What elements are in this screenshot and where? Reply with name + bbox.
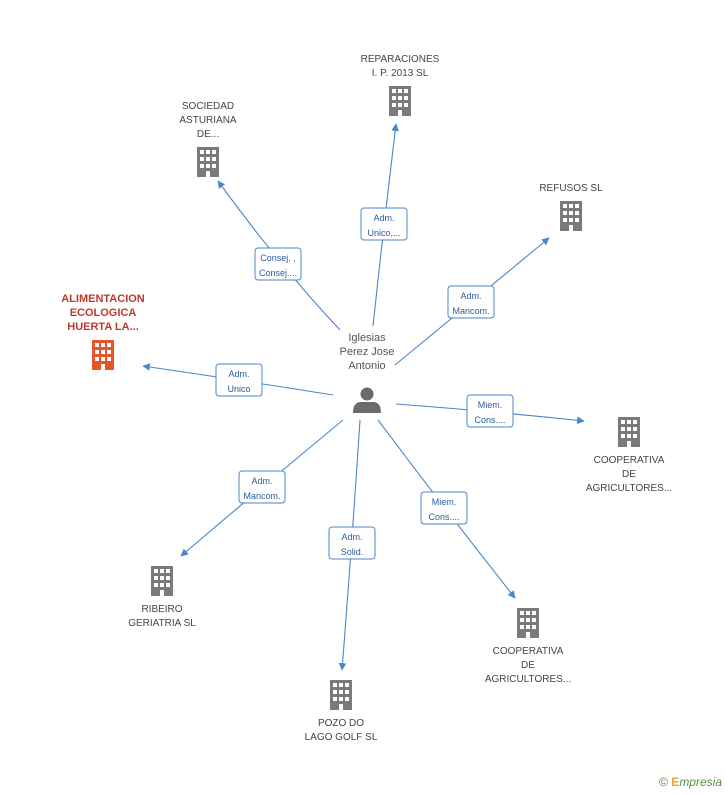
person-label-line: Iglesias [348,332,386,344]
relation-label-line: Adm. [460,291,481,301]
building-icon [389,86,411,116]
building-icon [517,608,539,638]
building-icon [560,201,582,231]
relation-label-line: Unico [227,384,250,394]
brand-name: mpresia [679,775,722,789]
relation-label-box [215,363,263,397]
relation-cooperativa-1[interactable]: Miem. Cons.... [395,394,585,428]
company-label-line: I. P. 2013 SL [372,68,429,79]
building-icon [618,417,640,447]
relation-label-line: Adm. [373,213,394,223]
company-label-line: GERIATRIA SL [128,618,196,629]
relation-label-box [238,470,286,504]
company-label-line: SOCIEDAD [182,101,234,112]
company-label-line: LAGO GOLF SL [305,732,378,743]
relation-reparaciones[interactable]: Adm. Unico,... [360,123,408,327]
company-node-pozo-do-lago[interactable]: POZO DO LAGO GOLF SL [305,680,378,743]
relation-refusos[interactable]: Adm. Mancom. [394,237,550,366]
relation-label-line: Cons.... [474,415,505,425]
relation-label-box [360,207,408,241]
building-icon [92,340,114,370]
company-label-line: COOPERATIVA [594,455,665,466]
company-label-line: POZO DO [318,718,364,729]
brand-initial: E [671,775,680,789]
relation-label-box [447,285,495,319]
company-label-line: ASTURIANA [179,115,237,126]
relation-label-line: Mancom. [243,491,280,501]
relation-label-line: Consej.... [259,268,297,278]
company-node-cooperativa-2[interactable]: COOPERATIVA DE AGRICULTORES... [485,608,571,685]
company-label-line: COOPERATIVA [493,646,564,657]
relation-label-box [328,526,376,560]
company-label-line: ALIMENTACION [61,293,145,305]
relation-label-box [420,491,468,525]
relation-alimentacion[interactable]: Adm. Unico [142,363,334,397]
footer-brand: © Empresia [659,775,722,789]
company-label-line: ECOLOGICA [70,307,137,319]
company-node-cooperativa-1[interactable]: COOPERATIVA DE AGRICULTORES... [586,417,672,494]
company-label-line: DE [622,469,636,480]
relation-label-line: Mancom. [452,306,489,316]
person-icon [353,387,381,413]
relation-label-line: Cons.... [428,512,459,522]
nodes-layer: REPARACIONES I. P. 2013 SL SOCIEDAD ASTURIA… [61,54,672,743]
company-label-line: DE [521,660,535,671]
relation-label-line: Unico,... [367,228,400,238]
relation-label-line: Adm. [228,369,249,379]
company-label-line: HUERTA LA... [67,321,139,333]
company-node-sociedad-asturiana[interactable]: SOCIEDAD ASTURIANA DE... [179,101,237,177]
company-label-line: DE... [197,129,219,140]
company-node-refusos[interactable]: REFUSOS SL [539,183,603,231]
person-label-line: Antonio [348,360,385,372]
relation-pozo-do-lago[interactable]: Adm. Solid. [328,419,376,671]
company-label-line: AGRICULTORES... [485,674,571,685]
company-node-ribeiro[interactable]: RIBEIRO GERIATRIA SL [128,566,196,629]
company-label-line: AGRICULTORES... [586,483,672,494]
relation-label-line: Consej. , [260,253,296,263]
company-node-alimentacion[interactable]: ALIMENTACION ECOLOGICA HUERTA LA... [61,293,145,370]
relation-label-line: Miem. [478,400,503,410]
relation-label-line: Adm. [341,532,362,542]
building-icon [330,680,352,710]
relation-label-line: Miem. [432,497,457,507]
relation-sociedad-asturiana[interactable]: Consej. , Consej.... [217,180,341,331]
edges-layer: Adm. Unico,... Consej. , Consej.... Adm. Manc… [142,123,585,671]
relation-label-box [254,247,302,281]
company-label-line: RIBEIRO [141,604,182,615]
relation-label-box [466,394,514,428]
building-icon [151,566,173,596]
company-node-reparaciones[interactable]: REPARACIONES I. P. 2013 SL [361,54,440,116]
relation-label-line: Solid. [341,547,364,557]
copyright-icon: © [659,775,668,789]
company-label-line: REFUSOS SL [539,183,603,194]
relation-ribeiro[interactable]: Adm. Mancom. [180,419,344,557]
company-label-line: REPARACIONES [361,54,440,65]
building-icon [197,147,219,177]
person-label-line: Perez Jose [339,346,394,358]
relation-cooperativa-2[interactable]: Miem. Cons.... [377,419,516,599]
relation-label-line: Adm. [251,476,272,486]
